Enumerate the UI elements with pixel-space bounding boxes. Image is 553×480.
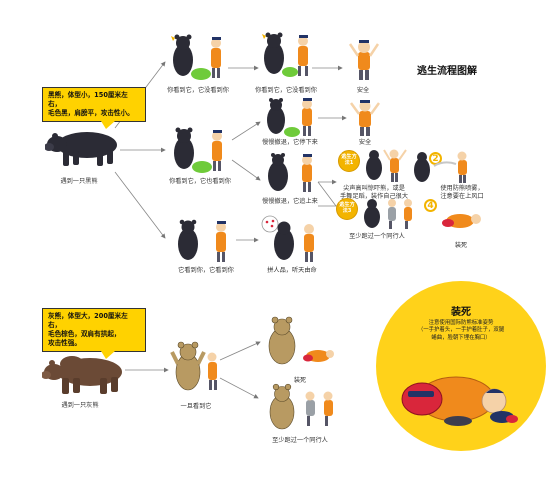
callout-line: 黑熊，体型小，150厘米左右， bbox=[48, 91, 128, 108]
method1-illustration bbox=[366, 149, 407, 182]
brown-lower-result: 至少跑过一个同行人 bbox=[272, 437, 328, 444]
play-dead-instructions: 注意使用国际防熊标准姿势 （一手护着头，一手护着肚子，双腿 蜷曲，脸朝下埋在胸口… bbox=[376, 320, 546, 342]
brown-bear-label: 遇到一只灰熊 bbox=[61, 402, 99, 409]
luck-illustration bbox=[261, 215, 314, 262]
retreat-follows-label: 慢慢撤退，它追上来 bbox=[262, 198, 318, 205]
top-branch-step-label: 你看到它，它没看到你 bbox=[255, 87, 317, 94]
play-dead-line: 蜷曲，脸朝下埋在胸口） bbox=[431, 334, 491, 341]
method2-spray-illustration bbox=[414, 151, 467, 183]
bear-and-hiker-hidden bbox=[171, 34, 221, 80]
top-branch-result: 安全 bbox=[356, 87, 370, 94]
bear-notices-hiker bbox=[178, 219, 226, 262]
method2-text: 使用防熊喷雾， 注意要在上风口 bbox=[440, 185, 483, 201]
bottom-branch-label: 它看到你，它看到你 bbox=[178, 267, 234, 274]
brown-bear-illustration bbox=[42, 356, 122, 394]
method1-line: 手舞足蹈，装作自己很大 bbox=[339, 192, 409, 200]
top-branch-label: 你看到它，它没看到你 bbox=[167, 87, 229, 94]
method3-text: 至少跑过一个同行人 bbox=[349, 233, 405, 240]
retreat-stops-label: 慢慢撤退，它停下来 bbox=[262, 139, 318, 146]
play-dead-panel: 装死 注意使用国际防熊标准姿势 （一手护着头，一手护着肚子，双腿 蜷曲，脸朝下埋… bbox=[376, 281, 546, 451]
grizzly-play-dead-illustration bbox=[268, 316, 334, 365]
method3-badge: 逃生方法3 bbox=[336, 198, 358, 220]
retreat-bear-stops bbox=[267, 98, 312, 137]
method1-text: 尖声高叫惊吓熊，或是 手舞足蹈，装作自己很大 bbox=[340, 185, 408, 201]
callout-line: 攻击性强。 bbox=[48, 338, 81, 347]
method4-play-dead-illustration bbox=[442, 214, 481, 228]
grizzly-standing-illustration bbox=[170, 341, 217, 391]
middle-branch-label: 你看到它，它也看到你 bbox=[169, 178, 231, 185]
play-dead-pose-illustration bbox=[401, 376, 518, 426]
brown-step-label: 一旦看到它 bbox=[180, 403, 212, 410]
method2-number: 2 bbox=[429, 152, 442, 165]
callout-line: 灰熊，体型大，200厘米左右， bbox=[48, 312, 128, 329]
callout-line: 毛色棕色，双肩有拱起， bbox=[48, 329, 121, 338]
brown-bear-callout: 灰熊，体型大，200厘米左右， 毛色棕色，双肩有拱起， 攻击性强。 bbox=[42, 308, 146, 359]
black-bear-illustration bbox=[45, 132, 117, 166]
bottom-branch-step-label: 拼人品，听天由命 bbox=[267, 267, 317, 274]
black-bear-callout: 黑熊，体型小，150厘米左右， 毛色黑，肩膀平，攻击性小。 bbox=[42, 87, 146, 129]
page-title: 逃生流程图解 bbox=[417, 66, 477, 77]
play-dead-title: 装死 bbox=[451, 307, 471, 318]
method1-badge: 逃生方法1 bbox=[338, 150, 360, 172]
retreat-bear-follows bbox=[268, 153, 312, 192]
hiker-safe-middle bbox=[349, 100, 381, 136]
method4-number: 4 bbox=[424, 199, 437, 212]
middle-branch-result: 安全 bbox=[358, 139, 372, 146]
method1-line: 尖声高叫惊吓熊，或是 bbox=[343, 185, 405, 192]
method2-line: 使用防熊喷雾， bbox=[440, 185, 484, 192]
method3-run-illustration bbox=[364, 199, 412, 229]
method4-text: 装死 bbox=[454, 242, 468, 249]
play-dead-line: 注意使用国际防熊标准姿势 bbox=[428, 320, 494, 326]
brown-upper-result: 装死 bbox=[293, 377, 307, 384]
callout-line: 毛色黑，肩膀平，攻击性小。 bbox=[48, 108, 134, 117]
grizzly-run-illustration bbox=[269, 383, 333, 430]
method2-line: 注意要在上风口 bbox=[440, 192, 484, 200]
black-bear-label: 遇到一只黑熊 bbox=[60, 178, 98, 185]
play-dead-line: （一手护着头，一手护着肚子，双腿 bbox=[417, 327, 505, 334]
hiker-safe-top bbox=[348, 40, 380, 80]
bear-sees-hiker bbox=[174, 127, 222, 173]
hiker-sneaking-away bbox=[262, 32, 308, 77]
